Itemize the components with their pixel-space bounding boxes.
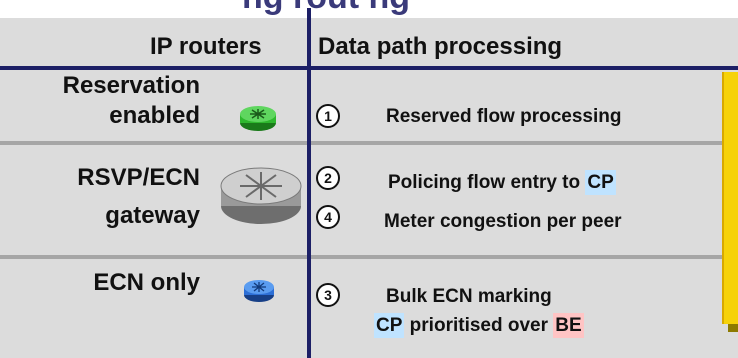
- prioritised-text: prioritised over: [404, 315, 554, 336]
- row-label-rsvp-ecn-line2: gateway: [105, 202, 200, 229]
- row-label-ecn-only: ECN only: [93, 269, 200, 296]
- header-divider: [0, 66, 738, 70]
- step-policing-text: Policing flow entry to: [388, 172, 586, 193]
- step-bulk-ecn-marking: Bulk ECN marking: [386, 286, 552, 307]
- step-cp-prioritised: CP prioritised over BE: [374, 313, 584, 338]
- step-meter-congestion: Meter congestion per peer: [384, 211, 622, 232]
- step-number-1: 1: [316, 104, 340, 128]
- row-label-rsvp-ecn-line1: RSVP/ECN: [77, 164, 200, 191]
- router-green-icon: [240, 106, 276, 131]
- cp-tag-2: CP: [374, 313, 405, 338]
- step-number-2: 2: [316, 166, 340, 190]
- row-divider-1: [0, 141, 722, 145]
- row-label-reservation-line1: Reservation: [62, 72, 200, 99]
- header-data-path-processing: Data path processing: [318, 33, 563, 60]
- row-label-rsvp-ecn: RSVP/ECN gateway: [77, 163, 200, 231]
- step-number-4: 4: [316, 205, 340, 229]
- cp-tag: CP: [585, 170, 616, 195]
- step-reserved-flow-processing: Reserved flow processing: [386, 106, 622, 127]
- row-divider-2: [0, 255, 722, 259]
- title-strip: ng rout ng: [0, 0, 738, 18]
- yellow-side-bar: [722, 72, 738, 324]
- header-ip-routers: IP routers: [150, 33, 262, 60]
- row-label-reservation-line2: enabled: [109, 102, 200, 129]
- step-number-3: 3: [316, 283, 340, 307]
- be-tag: BE: [553, 313, 584, 338]
- column-divider: [307, 8, 311, 358]
- router-blue-icon: [244, 280, 274, 302]
- row-label-reservation: Reservation enabled: [63, 71, 200, 131]
- title-fragment: ng rout ng: [242, 0, 410, 17]
- router-gray-icon: [220, 167, 302, 224]
- step-policing-flow-entry: Policing flow entry to CP: [388, 170, 616, 195]
